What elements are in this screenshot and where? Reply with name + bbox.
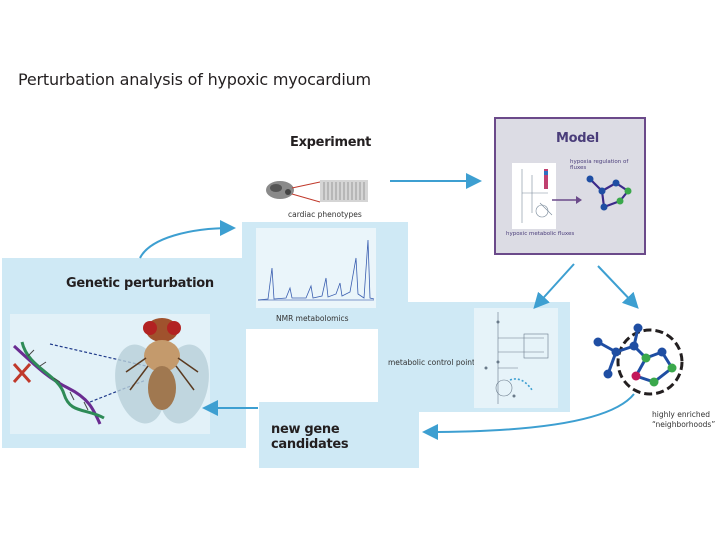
experiment-heading: Experiment	[290, 135, 372, 150]
model-panel: Model hypoxia regulation of fluxes	[494, 117, 646, 255]
candidates-label: new gene candidates	[271, 422, 349, 452]
model-network-image	[580, 171, 636, 219]
genetic-panel: Genetic perturbation	[2, 258, 246, 448]
nmr-label: NMR metabolomics	[276, 314, 349, 323]
control-points-label: metabolic control points	[388, 358, 479, 367]
genetic-heading: Genetic perturbation	[66, 276, 214, 291]
page-title: Perturbation analysis of hypoxic myocard…	[18, 70, 371, 89]
network-label-line2: “neighborhoods”	[652, 420, 716, 429]
cardiac-phenotypes-label: cardiac phenotypes	[288, 210, 362, 219]
arrow-genetic-to-experiment	[139, 220, 236, 259]
hypoxia-label: hypoxia regulation of fluxes	[570, 159, 629, 171]
fruit-fly-image	[115, 318, 209, 424]
nmr-panel: NMR metabolomics	[242, 222, 408, 329]
flux-map-image	[512, 163, 556, 229]
arrow-model-to-control	[533, 263, 575, 309]
heart-image	[262, 178, 372, 206]
flux-label: hypoxic metabolic fluxes	[506, 231, 575, 237]
arrow-model-to-network	[597, 265, 639, 309]
metabolic-map-image	[474, 308, 558, 408]
candidates-panel: new gene candidates	[259, 402, 419, 468]
network-label-line1: highly enriched	[652, 410, 711, 419]
model-heading: Model	[556, 131, 599, 146]
enriched-network-image	[593, 323, 684, 396]
model-inner-arrow	[552, 196, 582, 204]
nmr-spectrum	[256, 228, 376, 308]
dna-helix-icon	[12, 341, 105, 425]
control-points-panel: metabolic control points	[378, 302, 570, 412]
